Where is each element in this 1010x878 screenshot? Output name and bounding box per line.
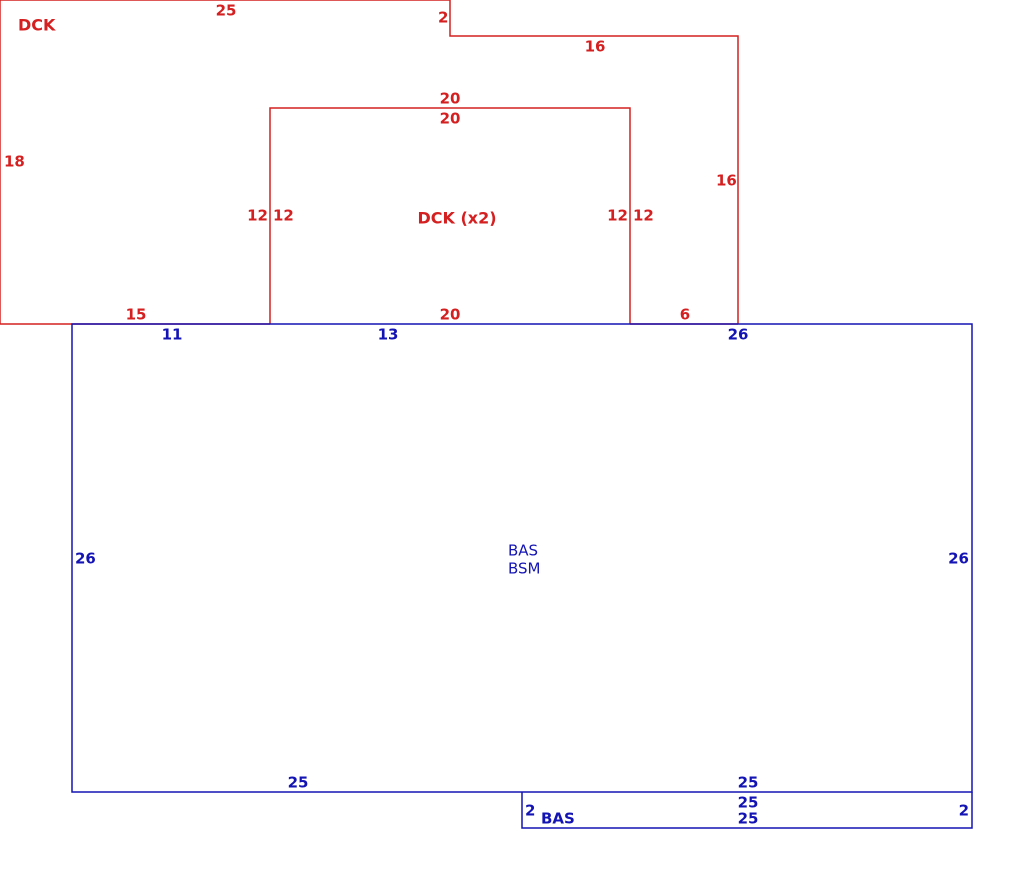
deck-inner-dim-right-outer: 12 (633, 207, 654, 225)
basement-dim-left: 26 (75, 550, 96, 568)
basement-dim-right: 26 (948, 550, 969, 568)
deck-inner-dim-left-inner: 12 (273, 207, 294, 225)
deck-outer-dim-left: 18 (4, 153, 25, 171)
deck-outer-dim-upper-right: 16 (585, 38, 606, 56)
deck-outer-area-label: DCK (18, 16, 56, 35)
basement-area-label-1: BAS (508, 542, 538, 560)
deck-inner-outline (269, 107, 631, 324)
basement-dim-top-mid: 13 (378, 326, 399, 344)
basement-dim-bottom-right: 25 (738, 774, 759, 792)
deck-outer-dim-bottom-left: 15 (126, 306, 147, 324)
deck-inner-dim-right-inner: 12 (607, 207, 628, 225)
deck-outer-dim-notch: 2 (438, 9, 448, 27)
bas-strip-area-label: BAS (541, 810, 575, 828)
deck-inner-dim-bottom: 20 (440, 306, 461, 324)
deck-inner-area-label: DCK (x2) (417, 209, 496, 228)
basement-area-label-2: BSM (508, 560, 541, 578)
basement-dim-bottom-left: 25 (288, 774, 309, 792)
bas-strip-dim-left: 2 (525, 802, 535, 820)
basement-dim-top-right: 26 (728, 326, 749, 344)
deck-inner-dim-top-inner: 20 (440, 110, 461, 128)
deck-outer-dim-right: 16 (716, 172, 737, 190)
deck-inner-dim-left-outer: 12 (247, 207, 268, 225)
bas-strip-outline (521, 792, 973, 829)
bas-strip-dim-bottom: 25 (738, 810, 759, 828)
bas-strip-dim-right: 2 (959, 802, 969, 820)
deck-outer-dim-bottom-right: 6 (680, 306, 690, 324)
bas-strip-dim-top: 25 (738, 794, 759, 812)
deck-outer-outline (0, 0, 739, 324)
deck-inner-dim-top-outer: 20 (440, 90, 461, 108)
deck-outer-dim-top: 25 (216, 2, 237, 20)
basement-dim-top-left: 11 (162, 326, 183, 344)
